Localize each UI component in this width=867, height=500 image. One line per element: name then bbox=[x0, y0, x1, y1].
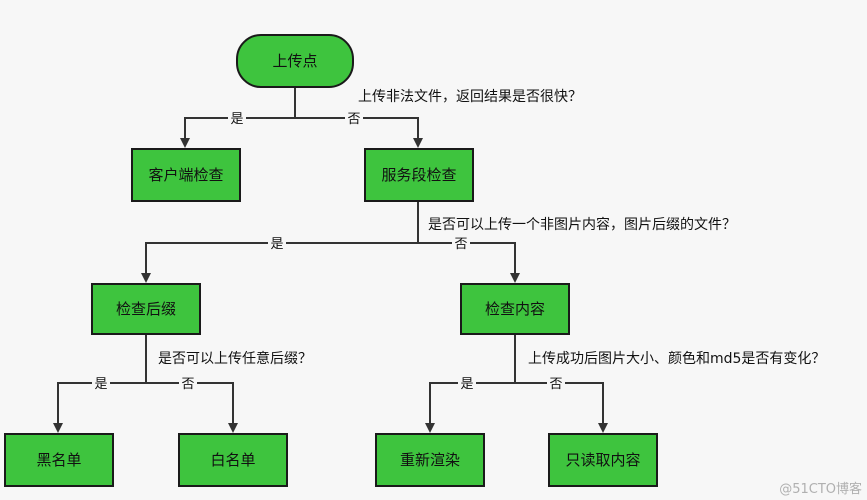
node-server-check bbox=[364, 148, 474, 202]
edge-suffix-no bbox=[146, 382, 238, 433]
edge-label-no-2: 否 bbox=[454, 237, 467, 252]
node-whitelist-label: 白名单 bbox=[210, 451, 255, 469]
node-client-check bbox=[131, 148, 241, 202]
edge-label-yes-3: 是 bbox=[94, 377, 107, 392]
edge-label-yes-4: 是 bbox=[460, 377, 473, 392]
edge-labels: 是 否 是 否 是 否 是 否 bbox=[92, 110, 565, 392]
edge-server-no bbox=[418, 242, 520, 283]
question-1: 上传非法文件，返回结果是否很快？ bbox=[358, 89, 582, 105]
edges bbox=[53, 87, 608, 433]
node-read-content-label: 只读取内容 bbox=[565, 451, 640, 469]
node-check-suffix bbox=[91, 283, 201, 335]
node-check-content-label: 检查内容 bbox=[485, 300, 545, 318]
node-blacklist bbox=[4, 433, 114, 487]
watermark: @51CTO博客 bbox=[779, 481, 862, 497]
edge-server-yes bbox=[141, 242, 418, 283]
edge-label-yes-2: 是 bbox=[270, 237, 283, 252]
edge-content-no bbox=[515, 382, 608, 433]
node-server-check-label: 服务段检查 bbox=[381, 166, 456, 184]
node-check-content bbox=[460, 283, 570, 335]
question-2: 是否可以上传一个非图片内容，图片后缀的文件？ bbox=[428, 216, 736, 233]
edge-start-no bbox=[295, 117, 423, 148]
question-4: 上传成功后图片大小、颜色和md5是否有变化？ bbox=[528, 350, 825, 367]
edge-label-no-3: 否 bbox=[181, 377, 194, 392]
edge-label-no-1: 否 bbox=[347, 112, 360, 127]
edge-content-yes bbox=[425, 382, 515, 433]
node-start bbox=[236, 34, 354, 88]
node-check-suffix-label: 检查后缀 bbox=[116, 300, 176, 318]
node-re-render-label: 重新渲染 bbox=[400, 451, 460, 469]
edge-suffix-yes bbox=[53, 382, 146, 433]
edge-label-no-4: 否 bbox=[549, 377, 562, 392]
question-3: 是否可以上传任意后缀？ bbox=[158, 350, 312, 367]
edge-start-yes bbox=[180, 117, 295, 148]
node-blacklist-label: 黑名单 bbox=[36, 451, 81, 469]
node-whitelist bbox=[178, 433, 288, 487]
edge-label-yes-1: 是 bbox=[230, 112, 243, 127]
node-start-label: 上传点 bbox=[272, 52, 317, 70]
node-re-render bbox=[375, 433, 485, 487]
node-client-check-label: 客户端检查 bbox=[148, 166, 223, 184]
nodes: 上传点 客户端检查 服务段检查 检查后缀 检查内容 黑名单 白名单 重新渲染 只… bbox=[4, 34, 658, 487]
node-read-content bbox=[548, 433, 658, 487]
questions: 上传非法文件，返回结果是否很快？ 是否可以上传一个非图片内容，图片后缀的文件？ … bbox=[158, 89, 825, 367]
